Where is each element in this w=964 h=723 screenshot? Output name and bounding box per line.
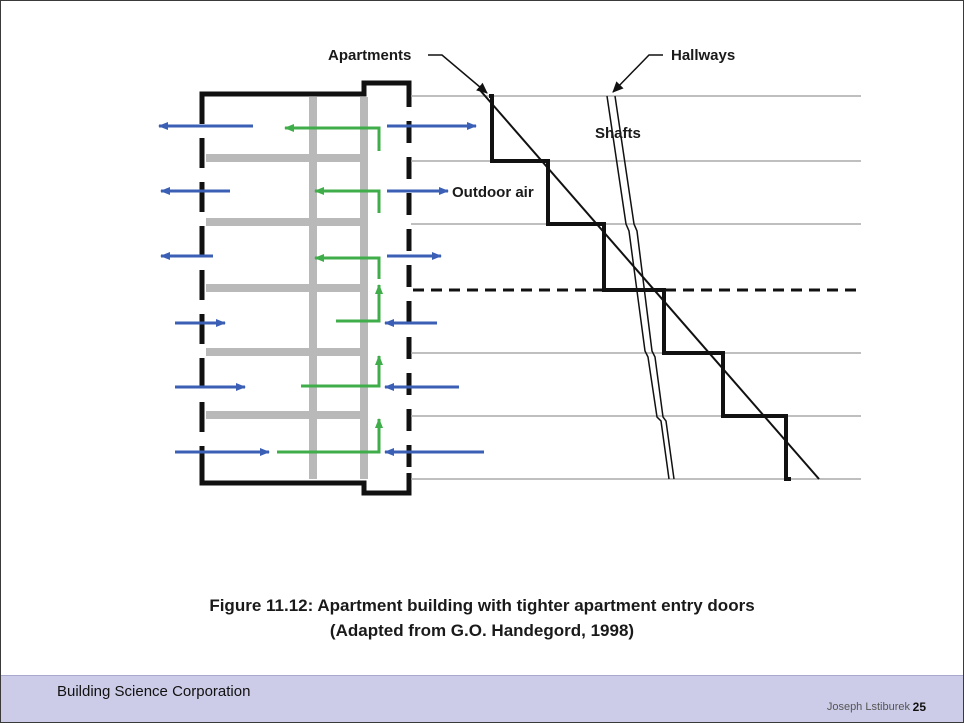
- apartments-pressure-profile: [489, 94, 791, 481]
- apartments-label: Apartments: [328, 47, 411, 64]
- shaft-inflow-arrow: [301, 355, 383, 388]
- shaft-flow-arrows: [277, 124, 383, 454]
- hallways-label: Hallways: [671, 47, 735, 64]
- ground-line: [199, 471, 412, 496]
- shaft-outflow-arrow: [284, 124, 381, 151]
- shafts-pressure-profile: [614, 95, 675, 480]
- pressure-diagram: Apartments Hallways Shafts Outdoor air: [158, 47, 861, 496]
- floor-slabs: [206, 97, 368, 479]
- caption-source: (Adapted from G.O. Handegord, 1998): [329, 621, 635, 640]
- hallways-pressure-profile: [606, 95, 670, 480]
- roof-line: [199, 80, 412, 97]
- building-envelope: [199, 80, 412, 496]
- pressure-profiles: [478, 88, 820, 481]
- organization-name: Building Science Corporation: [57, 683, 251, 700]
- page-number: 25: [912, 700, 926, 714]
- air-flow-arrows: [158, 122, 484, 456]
- shaft-inflow-arrow: [336, 284, 383, 323]
- shaft-outflow-arrow: [314, 187, 381, 213]
- shaft-inflow-arrow: [277, 418, 383, 454]
- apartments-leader: [428, 54, 488, 94]
- shafts-label: Shafts: [595, 125, 641, 142]
- outdoor-air-label: Outdoor air: [452, 184, 534, 201]
- overall-pressure-gradient-line: [478, 88, 820, 480]
- shaft-outflow-arrow: [314, 254, 381, 279]
- hallways-leader: [612, 54, 663, 93]
- author-name: Joseph Lstiburek: [826, 701, 910, 713]
- figure-caption: Figure 11.12: Apartment building with ti…: [1, 593, 963, 643]
- caption-title: Figure 11.12: Apartment building with ti…: [209, 596, 755, 615]
- label-leaders: [428, 54, 663, 94]
- slide-footer: Building Science Corporation Joseph Lsti…: [1, 675, 963, 722]
